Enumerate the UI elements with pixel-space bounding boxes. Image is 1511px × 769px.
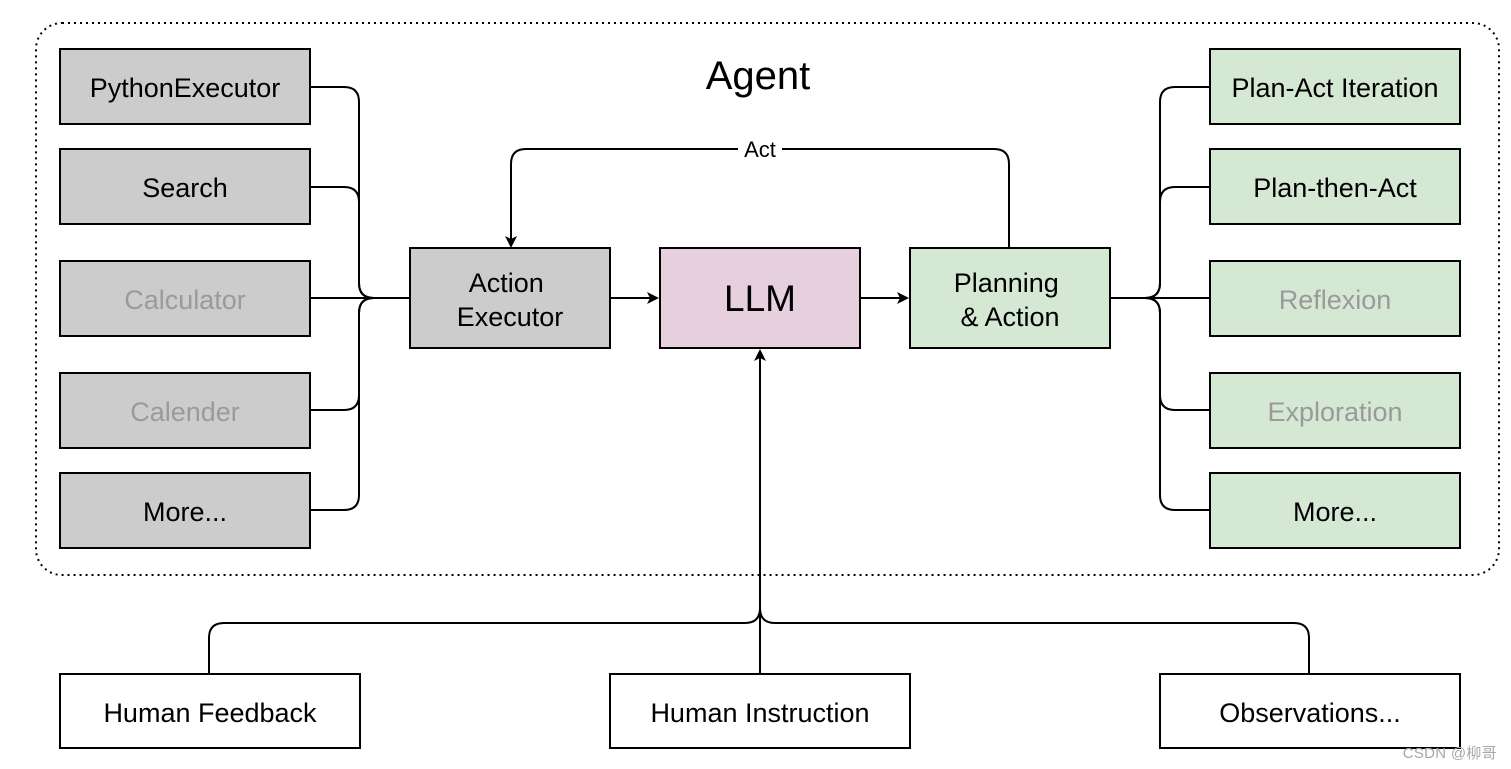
llm-box bbox=[659, 247, 861, 349]
input-human-instruction[interactable]: Human Instruction bbox=[609, 673, 911, 749]
input-label: Human Instruction bbox=[650, 698, 869, 728]
planning-action-label: Planning & Action bbox=[954, 268, 1067, 332]
action-executor-box bbox=[409, 247, 611, 349]
strategy-box bbox=[1209, 148, 1461, 225]
action-executor-line-1: Action bbox=[469, 268, 544, 298]
tool-calculator[interactable]: Calculator bbox=[59, 260, 311, 337]
planning-action-line-2: & Action bbox=[960, 302, 1059, 332]
tool-box bbox=[59, 260, 311, 337]
agent-title: Agent bbox=[706, 54, 811, 98]
tool-label: Calender bbox=[130, 397, 240, 427]
tool-more[interactable]: More... bbox=[59, 472, 311, 549]
input-box bbox=[1159, 673, 1461, 749]
llm-node[interactable]: LLM bbox=[659, 247, 861, 349]
strategy-label: More... bbox=[1293, 497, 1377, 527]
planning-action-box bbox=[909, 247, 1111, 349]
action-executor-line-2: Executor bbox=[457, 302, 564, 332]
strategy-box bbox=[1209, 48, 1461, 125]
input-observations[interactable]: Observations... bbox=[1159, 673, 1461, 749]
strategy-plan-act-iteration[interactable]: Plan-Act Iteration bbox=[1209, 48, 1461, 125]
watermark: CSDN @柳哥 bbox=[1402, 745, 1497, 762]
strategy-more[interactable]: More... bbox=[1209, 472, 1461, 549]
strategy-exploration[interactable]: Exploration bbox=[1209, 372, 1461, 449]
tool-label: Calculator bbox=[124, 285, 246, 315]
tool-label: Search bbox=[142, 173, 228, 203]
planning-action-line-1: Planning bbox=[954, 268, 1059, 298]
tool-box bbox=[59, 372, 311, 449]
input-label: Human Feedback bbox=[103, 698, 317, 728]
strategy-reflexion[interactable]: Reflexion bbox=[1209, 260, 1461, 337]
tool-label: PythonExecutor bbox=[90, 73, 281, 103]
input-label: Observations... bbox=[1219, 698, 1401, 728]
tool-box bbox=[59, 472, 311, 549]
input-box bbox=[59, 673, 361, 749]
action-executor-label: Action Executor bbox=[457, 268, 564, 332]
input-human-feedback[interactable]: Human Feedback bbox=[59, 673, 361, 749]
act-label-bg bbox=[738, 137, 782, 161]
strategy-box bbox=[1209, 472, 1461, 549]
strategy-list: Plan-Act Iteration Plan-then-Act Reflexi… bbox=[1209, 48, 1461, 549]
input-list: Human Feedback Human Instruction Observa… bbox=[59, 673, 1461, 749]
llm-label: LLM bbox=[724, 278, 796, 319]
planning-action-node[interactable]: Planning & Action bbox=[909, 247, 1111, 349]
tool-box bbox=[59, 48, 311, 125]
tool-connectors bbox=[310, 86, 410, 511]
act-label: Act bbox=[744, 137, 776, 162]
strategy-plan-then-act[interactable]: Plan-then-Act bbox=[1209, 148, 1461, 225]
tool-calender[interactable]: Calender bbox=[59, 372, 311, 449]
strategy-label: Plan-then-Act bbox=[1253, 173, 1417, 203]
strategy-box bbox=[1209, 372, 1461, 449]
tool-python-executor[interactable]: PythonExecutor bbox=[59, 48, 311, 125]
strategy-label: Reflexion bbox=[1279, 285, 1392, 315]
input-connectors bbox=[208, 349, 1310, 674]
tool-label: More... bbox=[143, 497, 227, 527]
act-loop-arrow bbox=[505, 148, 1010, 248]
strategy-connectors bbox=[1110, 86, 1210, 511]
strategy-label: Plan-Act Iteration bbox=[1231, 73, 1438, 103]
tool-box bbox=[59, 148, 311, 225]
tool-list: PythonExecutor Search Calculator Calende… bbox=[59, 48, 311, 549]
input-box bbox=[609, 673, 911, 749]
strategy-label: Exploration bbox=[1267, 397, 1402, 427]
action-executor-node[interactable]: Action Executor bbox=[409, 247, 611, 349]
strategy-box bbox=[1209, 260, 1461, 337]
tool-search[interactable]: Search bbox=[59, 148, 311, 225]
